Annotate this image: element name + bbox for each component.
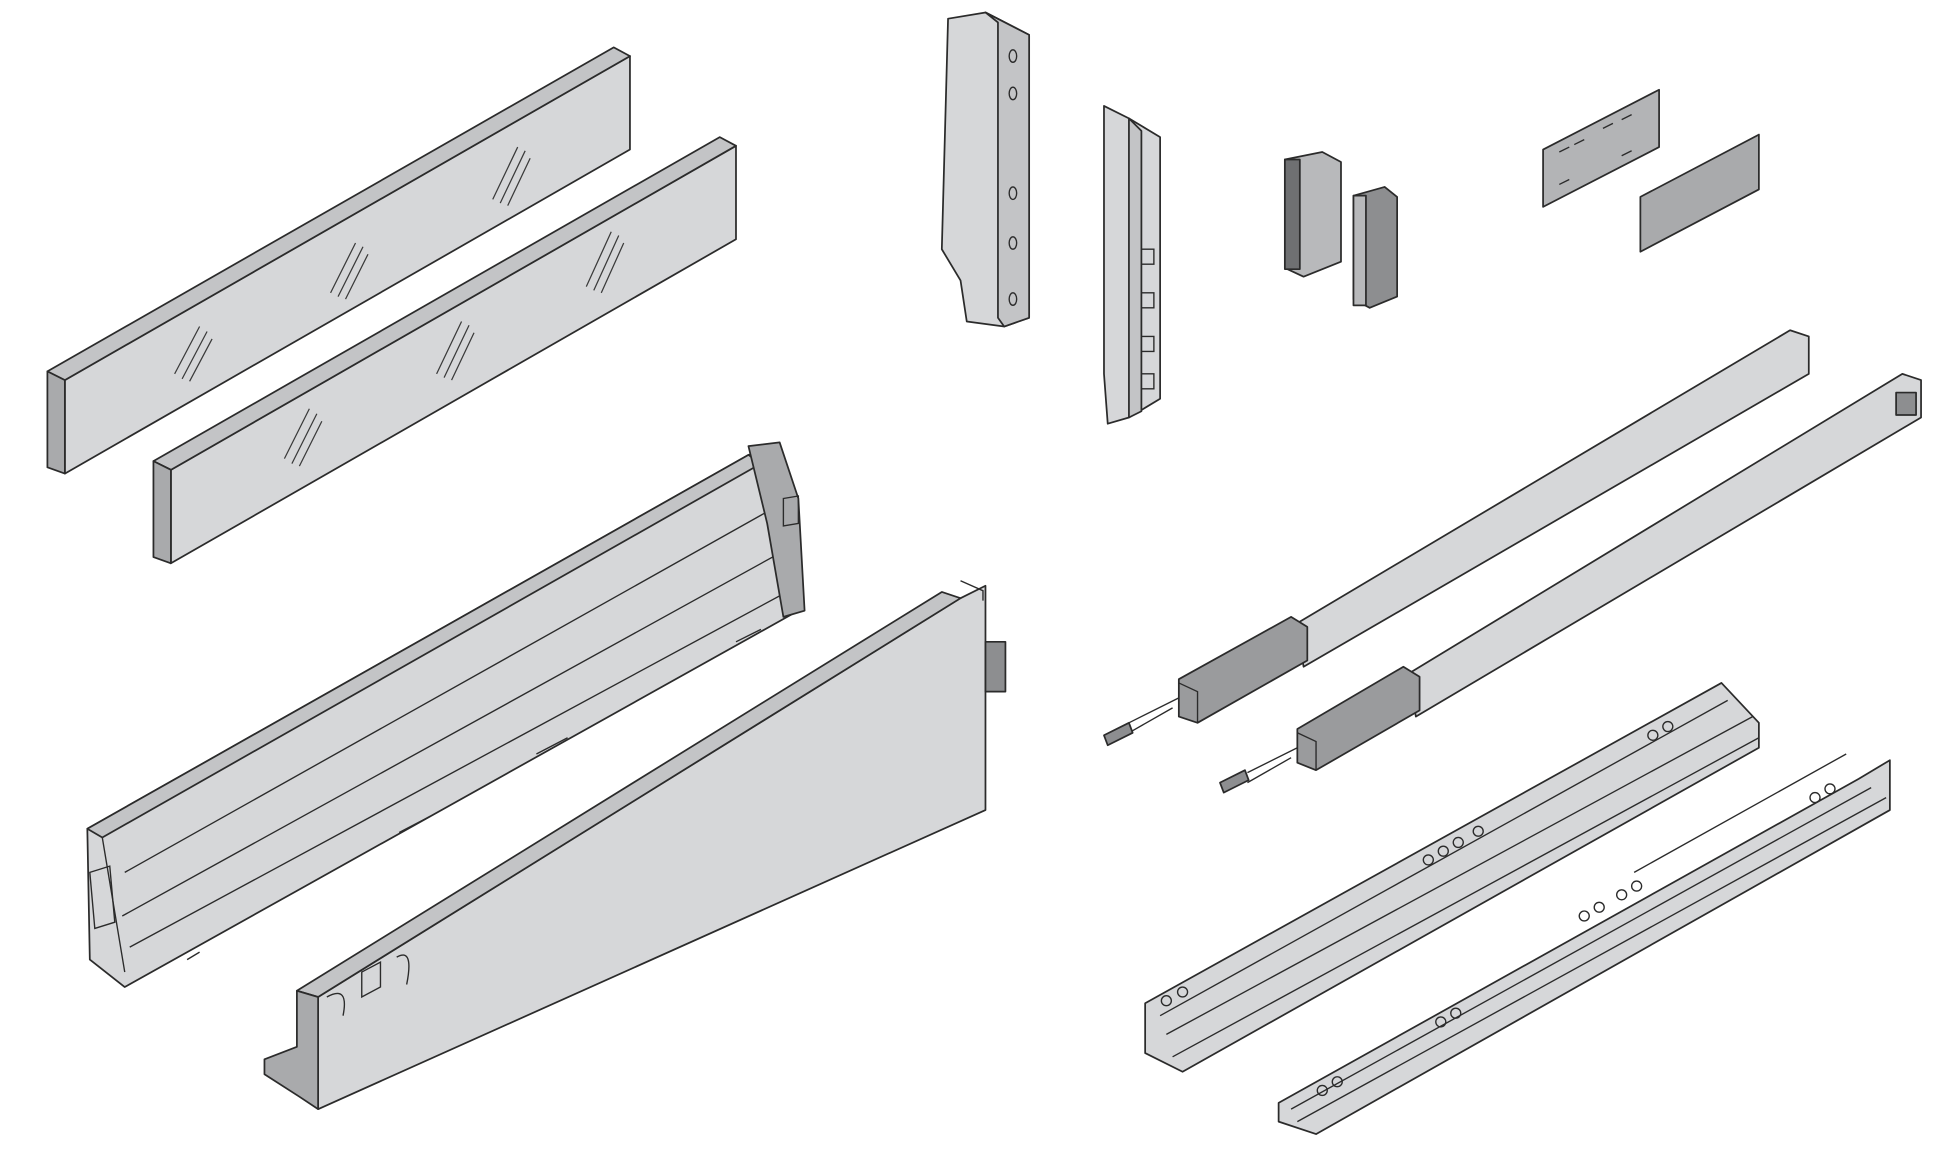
runner-holes: [1316, 783, 1836, 1097]
gallery-rail-lower: [1219, 372, 1922, 794]
runner-holes: [1160, 720, 1674, 1007]
glass-reflection-marks: [174, 146, 531, 382]
drawer-runner-upper: [1144, 682, 1760, 1073]
mounting-plate-with-holes: [1542, 88, 1660, 208]
connector-clip-left: [1283, 151, 1342, 278]
glass-side-panel-upper: [46, 46, 631, 475]
rear-bracket-right: [1103, 105, 1161, 425]
connector-clip-right: [1352, 186, 1399, 309]
drawer-side-profile-left: [86, 441, 806, 988]
drawer-side-panel-right: [263, 580, 1007, 1111]
glass-side-panel-lower: [152, 136, 737, 565]
rear-bracket-left: [940, 11, 1031, 328]
bracket-holes: [1008, 49, 1018, 307]
drawer-runner-lower: [1277, 753, 1891, 1135]
glass-reflection-marks: [283, 231, 625, 467]
gallery-rail-upper: [1103, 329, 1810, 747]
cover-plate: [1639, 133, 1760, 253]
